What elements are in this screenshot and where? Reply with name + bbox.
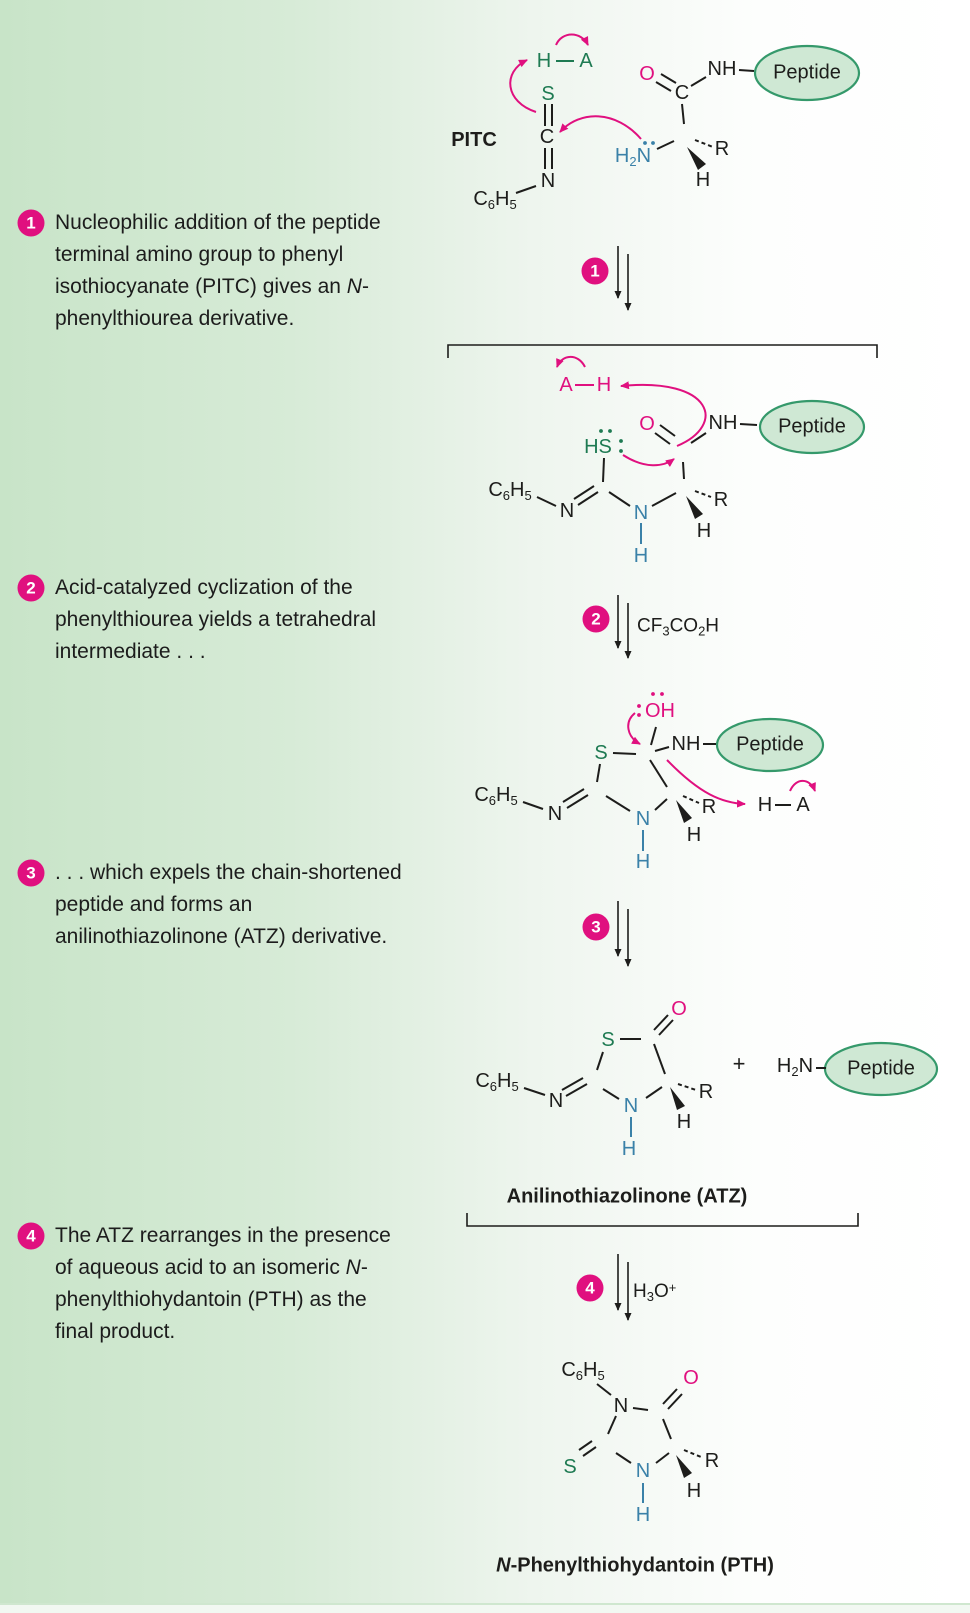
- ring-n: N: [635, 808, 651, 830]
- atom-c: C: [539, 126, 555, 148]
- r-group: R: [714, 138, 730, 160]
- pth-label-italic-n: N: [496, 1554, 511, 1577]
- atom-o: O: [639, 63, 655, 85]
- acid-a: A: [559, 374, 573, 396]
- phenyl-group: C6H5: [488, 479, 532, 503]
- arrow-step-1-badge: 1: [581, 257, 609, 285]
- structure-phenylthiourea: [536, 355, 758, 544]
- pitc-label: PITC: [451, 129, 497, 151]
- alpha-h: H: [696, 520, 712, 542]
- intermediate-brackets: [447, 344, 878, 1227]
- imine-n: N: [547, 803, 563, 825]
- step-3-text: 3 . . . which expels the chain-shortened…: [17, 857, 422, 953]
- acid-a: A: [796, 794, 810, 816]
- structure-tetrahedral-intermediate: [522, 692, 816, 851]
- step-4-text: 4 The ATZ rearranges in the presence of …: [17, 1220, 402, 1348]
- structure-pitc-peptide: [509, 33, 755, 194]
- r-group: R: [713, 489, 729, 511]
- r-group: R: [698, 1081, 714, 1103]
- curved-arrows-step3: [627, 712, 816, 808]
- alpha-h: H: [676, 1111, 692, 1133]
- ring-n: N: [633, 502, 649, 524]
- r-group: R: [701, 796, 717, 818]
- thione-s: S: [563, 1456, 577, 1478]
- amide-nh: NH: [707, 58, 737, 80]
- alpha-h: H: [695, 169, 711, 191]
- atz-label: Anilinothiazolinone (ATZ): [506, 1185, 748, 1208]
- amide-nh: NH: [708, 412, 738, 434]
- ring-n: N: [635, 1460, 651, 1482]
- step-2-badge: 2: [17, 574, 45, 602]
- carbonyl-o: O: [671, 998, 687, 1020]
- step-2-text: 2 Acid-catalyzed cyclization of the phen…: [17, 572, 432, 668]
- ring-n-h: H: [635, 851, 651, 873]
- peptide-oval-label: Peptide: [847, 1057, 915, 1080]
- reagent-tfa: CF3CO2H: [637, 615, 720, 639]
- ring-n-h: H: [633, 545, 649, 567]
- structure-pth: [578, 1383, 702, 1503]
- peptide-oval-label: Peptide: [778, 415, 846, 438]
- step-2-description: Acid-catalyzed cyclization of the phenyl…: [55, 576, 377, 663]
- pth-label-rest: -Phenylthiohydantoin (PTH): [510, 1554, 774, 1577]
- panel-bottom-edge: [0, 1603, 970, 1613]
- arrow-step-3-badge: 3: [582, 913, 610, 941]
- amide-nh: NH: [671, 733, 701, 755]
- structure-atz: [523, 1014, 826, 1137]
- hydroxyl-oh: OH: [645, 700, 675, 722]
- carbonyl-o: O: [683, 1367, 699, 1389]
- acid-a: A: [579, 50, 593, 72]
- ring-s: S: [594, 742, 608, 764]
- step-4-description: The ATZ rearranges in the presence of aq…: [55, 1224, 391, 1343]
- reaction-arrows: [614, 246, 632, 1321]
- step-1-description: Nucleophilic addition of the peptide ter…: [55, 211, 381, 330]
- arrow-step-2-badge: 2: [582, 605, 610, 633]
- acid-h: H: [596, 374, 612, 396]
- ring-n: N: [623, 1095, 639, 1117]
- step-1-badge: 1: [17, 209, 45, 237]
- arrow-step-4-badge: 4: [576, 1274, 604, 1302]
- phenyl-group: C6H5: [475, 1070, 519, 1094]
- reagent-hydronium: H3O+: [633, 1280, 677, 1304]
- amino-group: H2N: [614, 145, 652, 169]
- peptide-oval-label: Peptide: [736, 733, 804, 756]
- step-4-badge: 4: [17, 1222, 45, 1250]
- curved-arrows-step2: [556, 355, 707, 467]
- peptide-ovals: [715, 44, 939, 1097]
- carbonyl-c: C: [674, 82, 690, 104]
- ring-n-h: H: [621, 1138, 637, 1160]
- phenyl-group: C6H5: [474, 784, 518, 808]
- acid-h: H: [536, 50, 552, 72]
- imine-n: N: [548, 1090, 564, 1112]
- ring-n1: N: [613, 1395, 629, 1417]
- step-3-badge: 3: [17, 859, 45, 887]
- pth-label: N-Phenylthiohydantoin (PTH): [496, 1555, 774, 1578]
- wedge-bond: [687, 147, 706, 170]
- atom-n: N: [540, 170, 556, 192]
- ring-s: S: [601, 1029, 615, 1051]
- released-amino-group: H2N: [776, 1055, 814, 1079]
- plus-sign: +: [732, 1051, 746, 1076]
- alpha-h: H: [686, 1480, 702, 1502]
- alpha-h: H: [686, 824, 702, 846]
- peptide-oval-label: Peptide: [773, 61, 841, 84]
- acid-h: H: [757, 794, 773, 816]
- thiol-hs: HS: [584, 436, 612, 458]
- step-1-text: 1 Nucleophilic addition of the peptide t…: [17, 207, 432, 335]
- phenyl-group: C6H5: [473, 188, 517, 212]
- imine-n: N: [559, 500, 575, 522]
- phenyl-group: C6H5: [561, 1359, 605, 1383]
- atom-s: S: [541, 83, 555, 105]
- atom-o: O: [639, 413, 655, 435]
- ring-n-h: H: [635, 1504, 651, 1526]
- step-3-description: . . . which expels the chain-shortened p…: [55, 861, 402, 948]
- curved-arrows-step1: [509, 33, 642, 140]
- r-group: R: [704, 1450, 720, 1472]
